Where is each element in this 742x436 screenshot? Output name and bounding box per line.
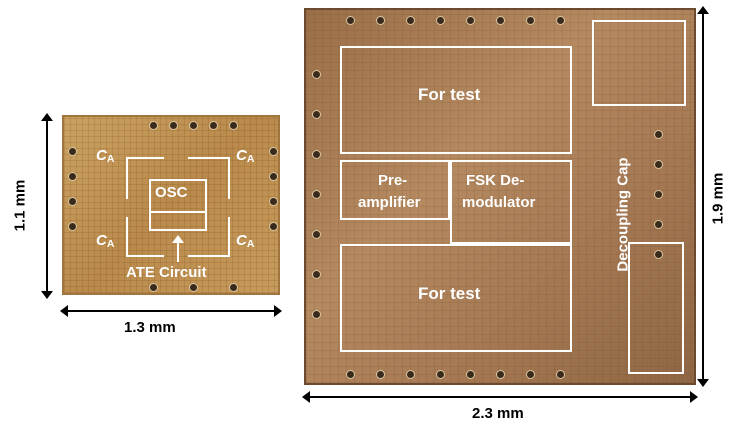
bond-pad (189, 121, 198, 130)
for-test-top-block (340, 46, 572, 154)
bond-pad (312, 310, 321, 319)
for-test-top-label: For test (418, 85, 481, 104)
small-chip-height-arrow (41, 113, 53, 299)
bond-pad (346, 370, 355, 379)
large-chip-width-arrow (302, 391, 698, 403)
decoupling-cap-region-bottom (628, 242, 684, 374)
bond-pad (269, 197, 278, 206)
bond-pad (436, 370, 445, 379)
bond-pad (68, 172, 77, 181)
bond-pad (376, 16, 385, 25)
for-test-bottom-label: For test (418, 284, 481, 303)
bond-pad (654, 220, 663, 229)
bond-pad (209, 121, 218, 130)
bond-pad (496, 370, 505, 379)
bond-pad (269, 172, 278, 181)
bond-pad (229, 121, 238, 130)
small-chip-width-label: 1.3 mm (124, 319, 176, 336)
bond-pad (654, 160, 663, 169)
osc-block-outline (149, 179, 207, 231)
bond-pad (496, 16, 505, 25)
preamplifier-label-line1: Pre- (378, 172, 408, 189)
bond-pad (436, 16, 445, 25)
decoupling-cap-region-top (592, 20, 686, 106)
bond-pad (654, 190, 663, 199)
bond-pad (68, 197, 77, 206)
bond-pad (466, 370, 475, 379)
bond-pad (312, 110, 321, 119)
capacitor-outline-top-left (126, 157, 164, 199)
ca-label-top-left: CA (96, 147, 115, 165)
fsk-demodulator-label-line2: modulator (462, 194, 536, 211)
capacitor-outline-bottom-left (126, 217, 164, 257)
ca-label-bottom-left: CA (96, 232, 115, 250)
bond-pad (346, 16, 355, 25)
bond-pad (189, 283, 198, 292)
bond-pad (68, 147, 77, 156)
bond-pad (556, 16, 565, 25)
bond-pad (556, 370, 565, 379)
bond-pad (526, 16, 535, 25)
large-chip-height-label: 1.9 mm (709, 172, 727, 225)
bond-pad (269, 147, 278, 156)
bond-pad (169, 121, 178, 130)
capacitor-outline-top-right (188, 157, 230, 199)
decoupling-cap-label: Decoupling Cap (614, 157, 632, 272)
bond-pad (654, 130, 663, 139)
small-chip-die: OSC CA CA CA CA ATE Circuit (62, 115, 280, 295)
bond-pad (654, 250, 663, 259)
bond-pad (406, 370, 415, 379)
bond-pad (312, 270, 321, 279)
preamplifier-block (340, 160, 450, 220)
osc-block-divider (149, 211, 207, 213)
bond-pad (149, 121, 158, 130)
bond-pad (526, 370, 535, 379)
bond-pad (376, 370, 385, 379)
preamplifier-label-line2: amplifier (358, 194, 421, 211)
ca-label-top-right: CA (236, 147, 255, 165)
bond-pad (312, 150, 321, 159)
bond-pad (312, 190, 321, 199)
bond-pad (466, 16, 475, 25)
bond-pad (269, 222, 278, 231)
large-chip-width-label: 2.3 mm (472, 405, 524, 422)
ca-label-bottom-right: CA (236, 232, 255, 250)
large-chip-height-arrow (697, 6, 709, 387)
bond-pad (229, 283, 238, 292)
ate-arrow-icon (172, 235, 184, 262)
for-test-bottom-block (340, 244, 572, 352)
small-chip-height-label: 1.1 mm (11, 179, 29, 232)
capacitor-outline-bottom-right (188, 217, 230, 257)
fsk-demodulator-label-line1: FSK De- (466, 172, 525, 189)
ate-circuit-label: ATE Circuit (126, 264, 207, 281)
bond-pad (312, 230, 321, 239)
bond-pad (149, 283, 158, 292)
small-chip-width-arrow (60, 305, 282, 317)
osc-label: OSC (155, 184, 188, 201)
fsk-demodulator-block (450, 160, 572, 244)
bond-pad (406, 16, 415, 25)
bond-pad (312, 70, 321, 79)
bond-pad (68, 222, 77, 231)
large-chip-die: For test Pre- amplifier FSK De- modulato… (304, 8, 696, 385)
